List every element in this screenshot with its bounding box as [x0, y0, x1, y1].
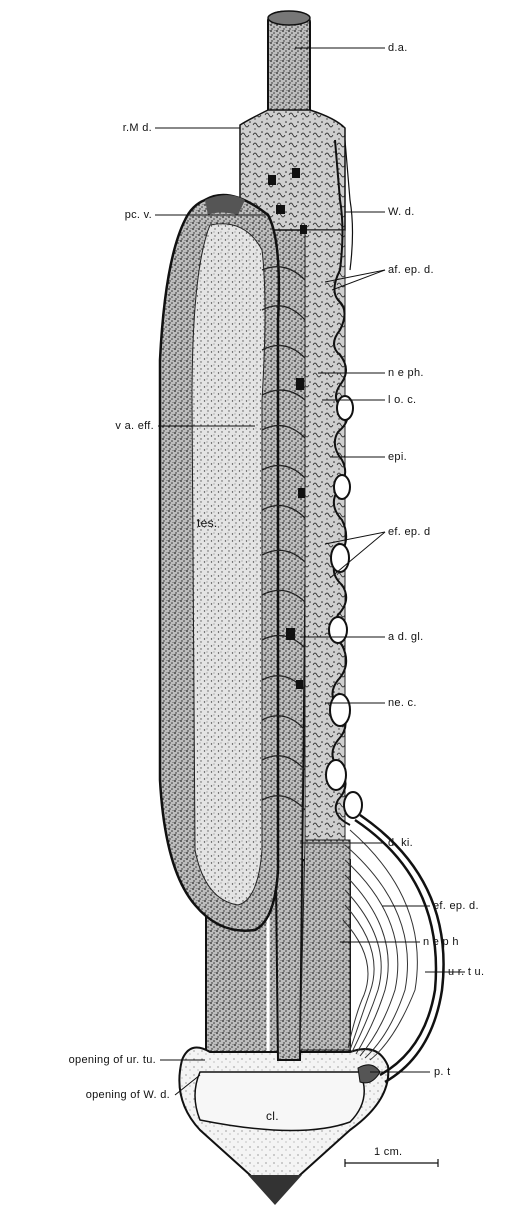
- label-postcardinal-vein: pc. v.: [108, 209, 152, 221]
- label-afferent-epididymal-ducts: af. ep. d.: [388, 264, 434, 276]
- label-urinary-tubules: u r. t u.: [448, 966, 484, 978]
- label-opening-urinary-tubules: opening of ur. tu.: [10, 1054, 156, 1066]
- label-testis: tes.: [197, 517, 218, 529]
- label-nephron-lower: n e p h: [423, 936, 459, 948]
- label-vasa-efferentia: v a. eff.: [80, 420, 154, 432]
- ureter-outer: [355, 815, 444, 1082]
- label-dorsal-aorta: d.a.: [388, 42, 408, 54]
- label-papilla: p. t: [434, 1066, 451, 1078]
- label-wolffian-duct: W. d.: [388, 206, 415, 218]
- label-nephrostome-upper: n e ph.: [388, 367, 424, 379]
- scale-bar: [345, 1159, 438, 1167]
- label-efferent-epididymal-duct-mid: ef. ep. d: [388, 526, 430, 538]
- cloaca: [179, 1048, 388, 1205]
- label-rudimentary-mullerian-duct: r.M d.: [108, 122, 152, 134]
- label-scale: 1 cm.: [374, 1146, 402, 1158]
- label-adrenal-gland: a d. gl.: [388, 631, 423, 643]
- label-opening-wolffian-duct: opening of W. d.: [10, 1089, 170, 1101]
- label-epididymis: epi.: [388, 451, 407, 463]
- testis: [160, 195, 279, 931]
- label-cloaca: cl.: [266, 1110, 279, 1122]
- label-loop-c: l o. c.: [388, 394, 416, 406]
- label-efferent-epididymal-duct-low: ef. ep. d.: [433, 900, 479, 912]
- label-nephric-canal: ne. c.: [388, 697, 417, 709]
- urinary-tubules: [343, 830, 417, 1060]
- label-dorsal-kidney: d. ki.: [388, 837, 413, 849]
